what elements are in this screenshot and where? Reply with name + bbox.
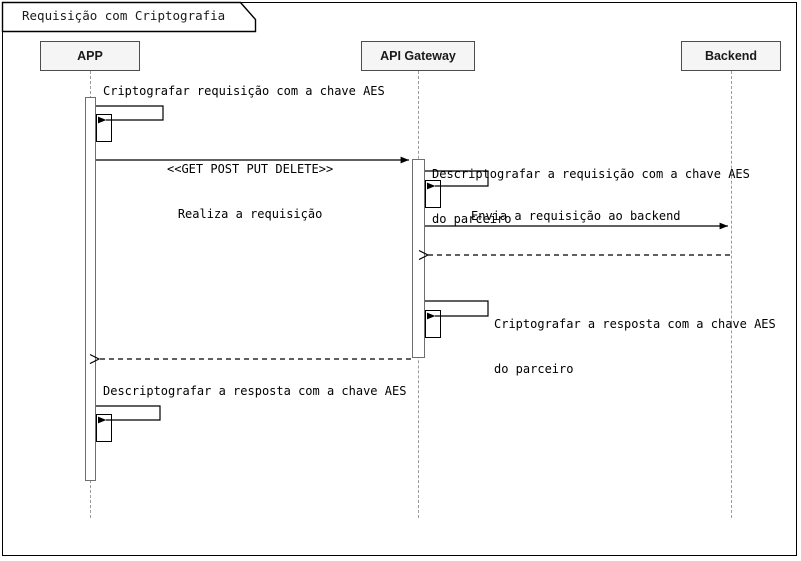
participant-api-gateway-label: API Gateway [380,49,456,63]
message-label-m6-line2: do parceiro [494,362,574,376]
title-tab-shape [1,1,257,33]
activation-app-self-2 [96,414,112,442]
message-label-m2-line1: <<GET POST PUT DELETE>> [167,162,334,176]
message-label-m3: Descriptografar a requisição com a chave… [432,137,750,257]
activation-gateway-main [412,159,425,358]
activation-gateway-self-2 [425,310,441,338]
message-label-m2-line2: Realiza a requisição [177,207,323,221]
participant-api-gateway[interactable]: API Gateway [361,41,475,71]
message-label-m3-line1: Descriptografar a requisição com a chave… [432,167,750,181]
message-label-m6-line1: Criptografar a resposta com a chave AES [494,317,776,331]
message-label-m4: Envia a requisição ao backend [471,209,681,223]
lifeline-backend [731,71,732,518]
message-label-m3-line2: do parceiro [432,212,512,226]
activation-app-self-1 [96,114,112,142]
message-label-m1: Criptografar requisição com a chave AES [103,84,385,98]
activation-app-main [85,97,96,481]
participant-app-label: APP [77,49,103,63]
message-label-m8: Descriptografar a resposta com a chave A… [103,384,407,398]
participant-app[interactable]: APP [40,41,140,71]
diagram-title: Requisição com Criptografia [22,8,226,23]
message-label-m2: <<GET POST PUT DELETE>> Realiza a requis… [167,132,333,252]
message-label-m6: Criptografar a resposta com a chave AES … [494,287,776,407]
participant-backend-label: Backend [704,49,758,63]
participant-backend[interactable]: Backend [681,41,781,71]
